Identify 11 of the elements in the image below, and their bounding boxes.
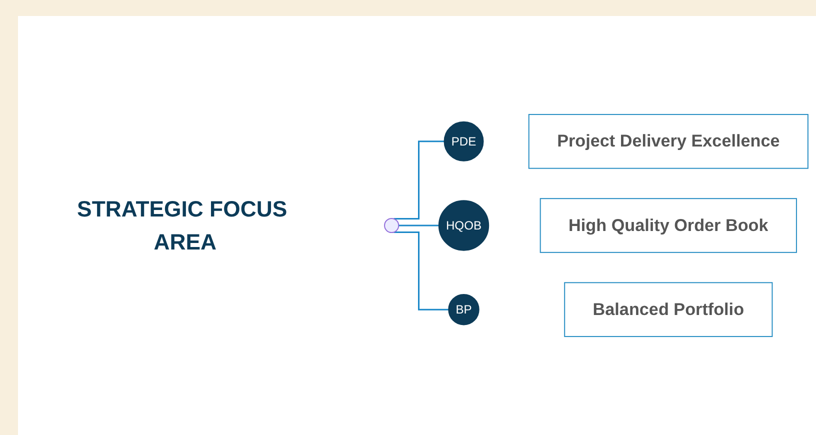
node-box: Balanced Portfolio — [564, 282, 773, 338]
node-circle — [384, 218, 400, 234]
connector — [394, 140, 446, 220]
node-circle: HQOB — [438, 200, 490, 251]
node-circle: PDE — [444, 121, 484, 162]
node-box: Project Delivery Excellence — [528, 114, 808, 169]
connector — [398, 224, 440, 226]
node-box: High Quality Order Book — [540, 198, 797, 253]
connector — [394, 231, 450, 310]
node-text: STRATEGIC FOCUS AREA — [77, 196, 288, 255]
node-circle: BP — [448, 294, 480, 326]
